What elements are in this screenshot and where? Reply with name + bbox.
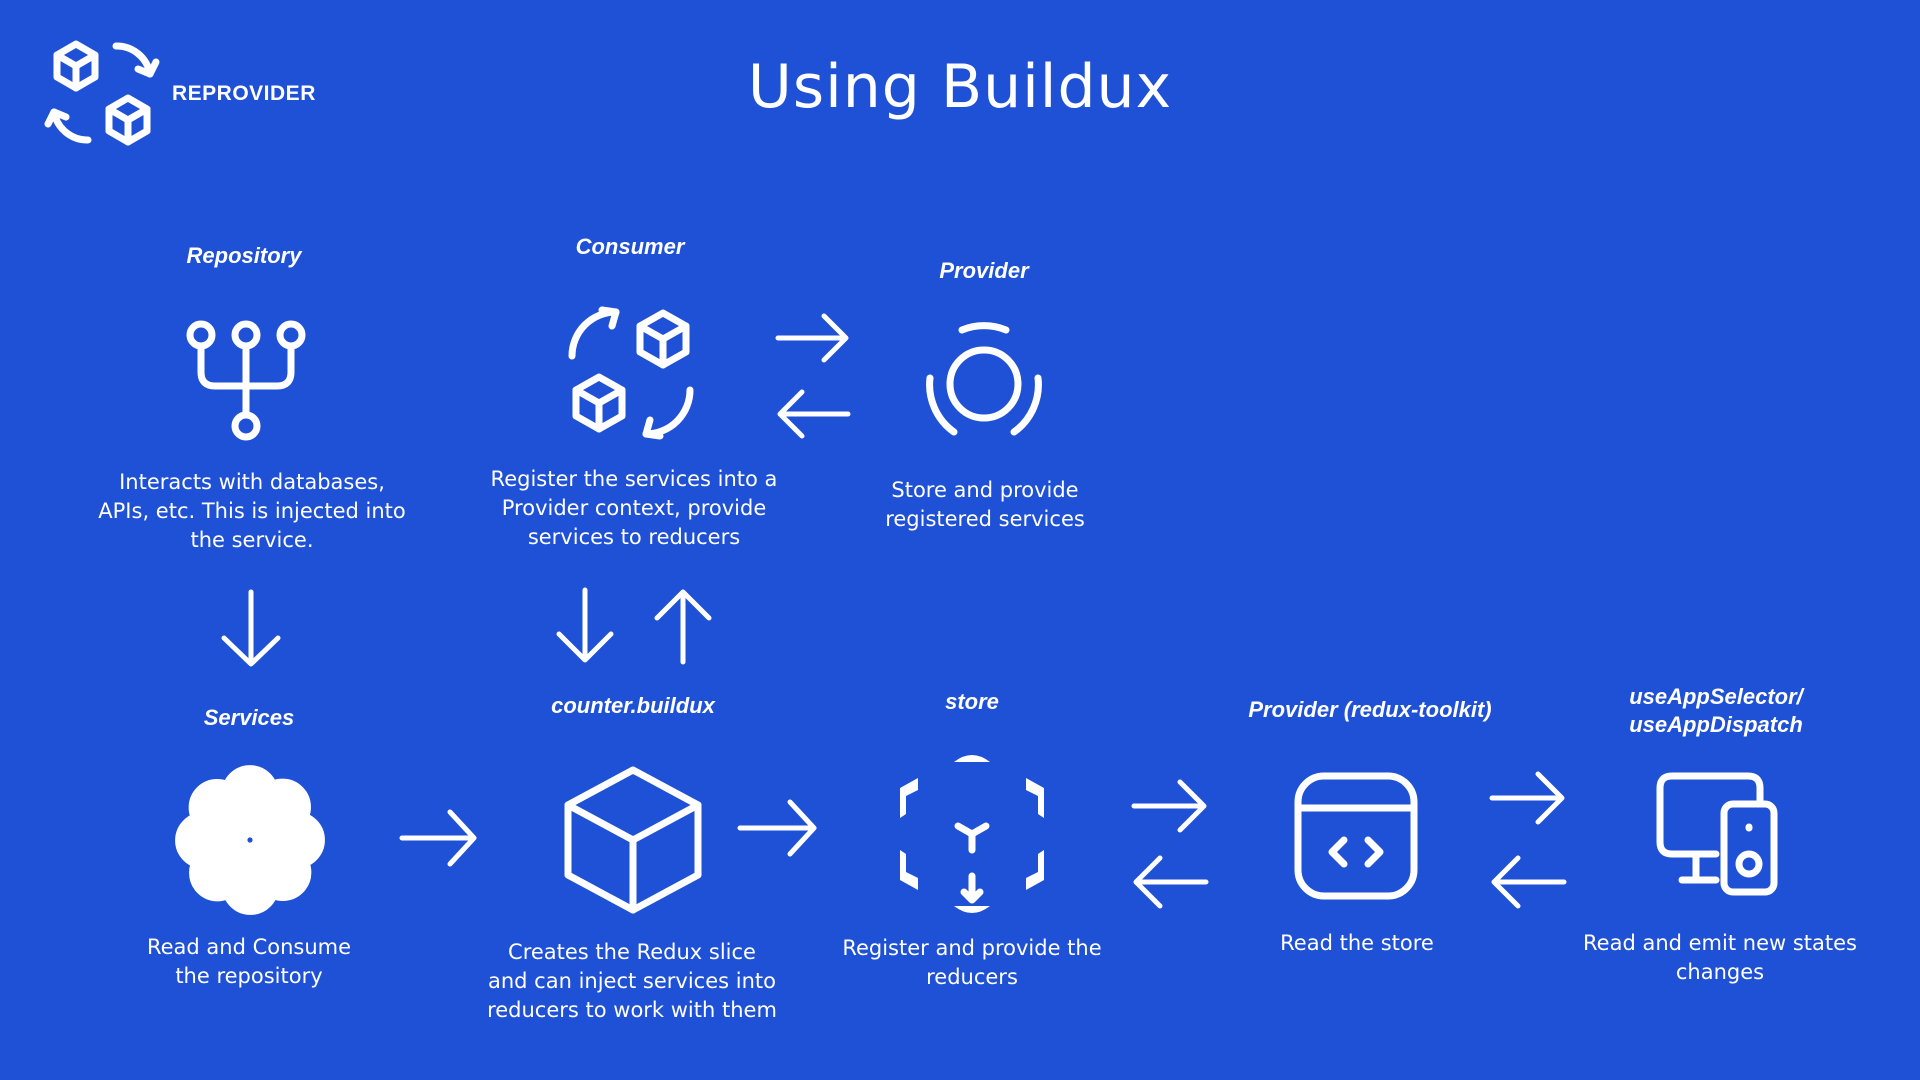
cube-icon <box>564 766 702 914</box>
provider-redux-heading: Provider (redux-toolkit) <box>1248 697 1492 722</box>
arrow-provider-to-consumer <box>777 389 851 439</box>
cubes-exchange-icon <box>568 306 694 440</box>
consumer-heading: Consumer <box>575 234 685 259</box>
provider-heading: Provider <box>939 258 1029 283</box>
brand-name: REPROVIDER <box>172 82 316 105</box>
repository-heading: Repository <box>186 243 302 268</box>
page-title: Using Buildux <box>747 52 1173 122</box>
arrow-provider-redux-to-hooks <box>1489 771 1565 825</box>
store-description: Register and provide the reducers <box>842 936 1102 989</box>
services-heading: Services <box>203 705 295 730</box>
arrow-services-to-counter <box>399 809 477 867</box>
gear-icon <box>175 765 325 915</box>
arrow-hooks-to-provider-redux <box>1491 855 1567 909</box>
reprovider-logo-icon <box>44 40 160 146</box>
arrow-repository-to-services <box>221 589 281 667</box>
desktop-speaker-icon <box>1656 772 1778 896</box>
arrow-provider-redux-to-store <box>1133 855 1209 909</box>
arrow-counter-to-consumer <box>654 589 712 665</box>
arrow-consumer-to-provider <box>775 313 849 363</box>
counter-buildux-heading: counter.buildux <box>551 693 715 718</box>
store-heading: store <box>945 689 999 714</box>
hooks-heading: useAppSelector/ useAppDispatch <box>1629 684 1803 737</box>
hooks-description: Read and emit new states changes <box>1583 931 1857 984</box>
arrow-counter-to-store <box>737 799 817 857</box>
code-window-icon <box>1294 772 1418 900</box>
provider-description: Store and provide registered services <box>885 478 1085 531</box>
cube-scan-icon <box>900 755 1044 913</box>
git-fork-icon <box>186 320 306 441</box>
ring-icon <box>926 322 1042 436</box>
arrow-store-to-provider-redux <box>1131 779 1207 833</box>
counter-buildux-description: Creates the Redux slice and can inject s… <box>487 940 777 1022</box>
repository-description: Interacts with databases, APIs, etc. Thi… <box>98 470 406 552</box>
services-description: Read and Consume the repository <box>146 935 352 988</box>
arrow-consumer-to-counter <box>556 587 614 663</box>
provider-redux-description: Read the store <box>1280 931 1434 955</box>
consumer-description: Register the services into a Provider co… <box>490 467 778 549</box>
